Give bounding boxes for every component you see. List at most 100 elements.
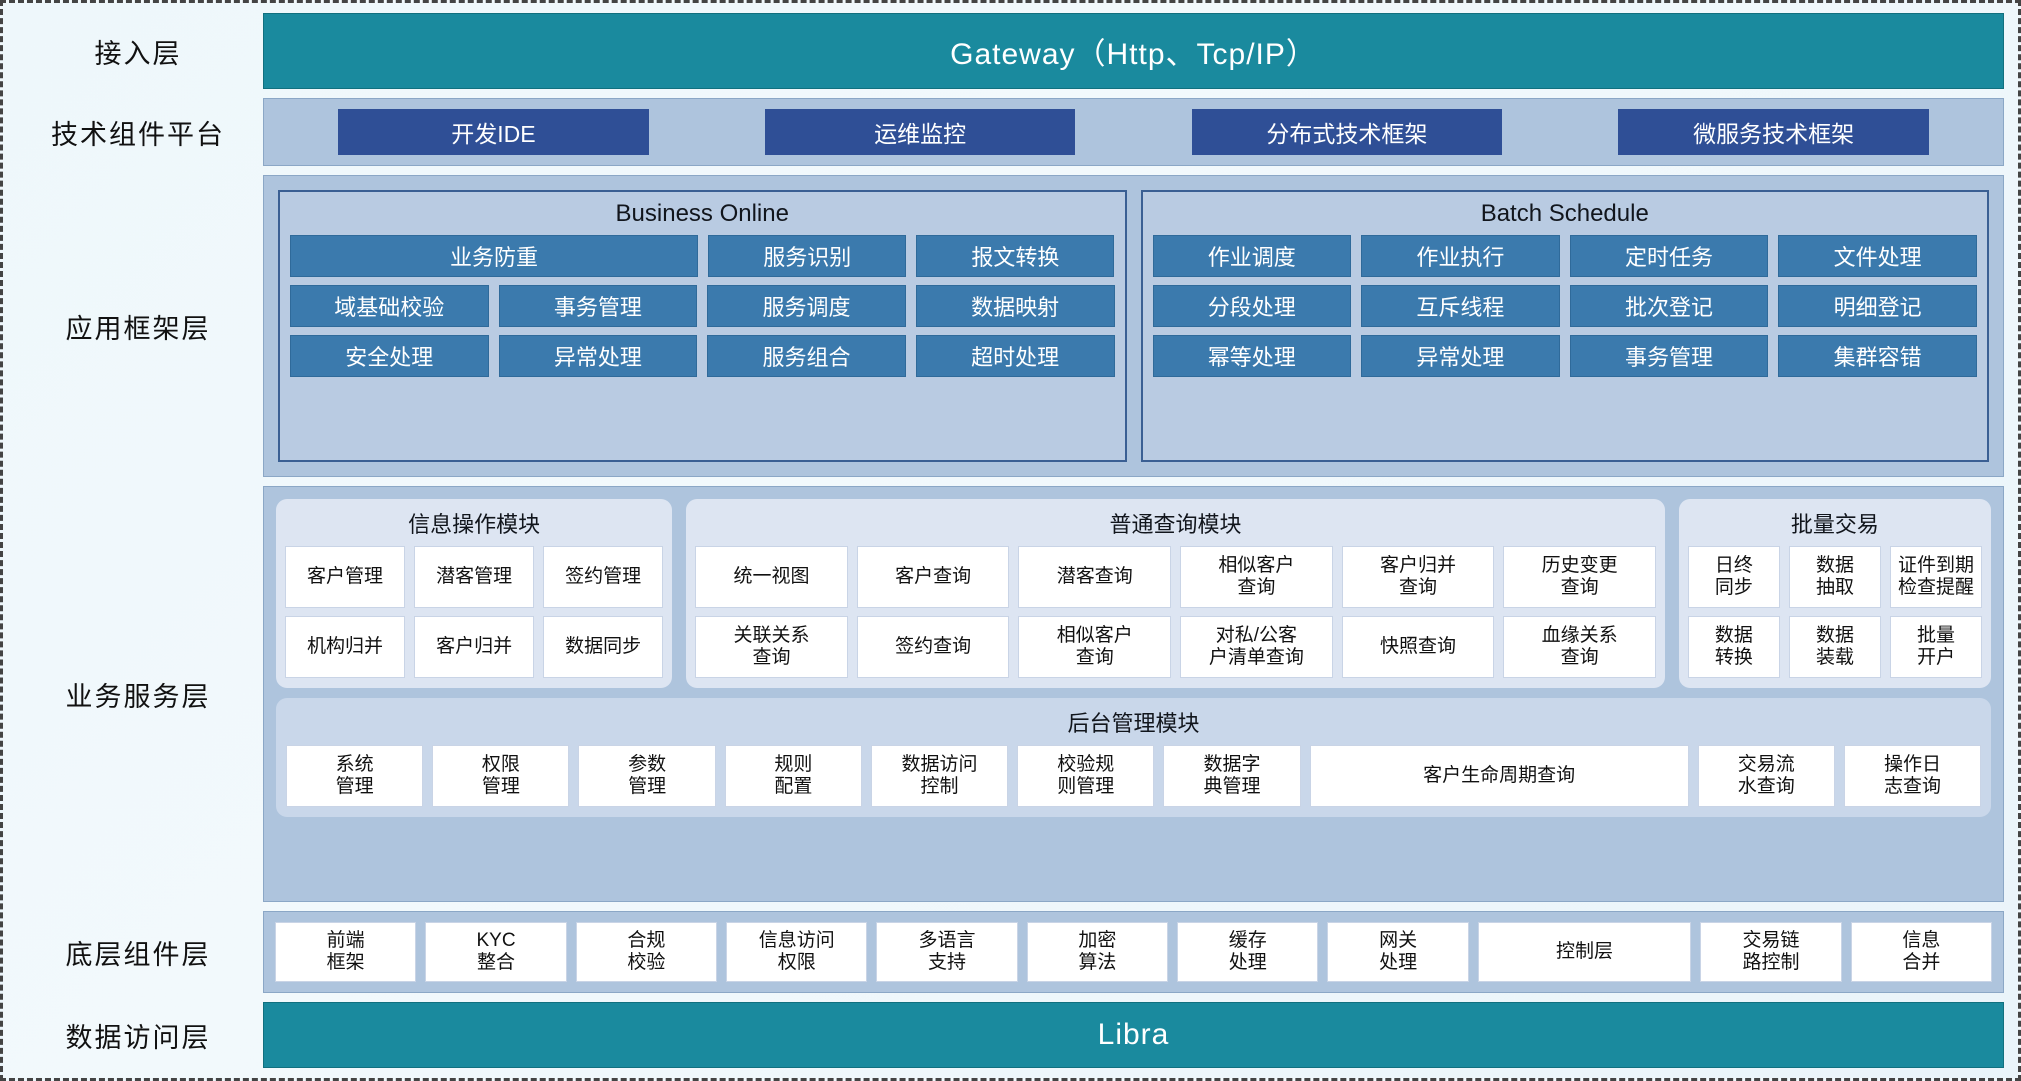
admin-cell[interactable]: 校验规 则管理 [1017,745,1155,807]
framework-chip[interactable]: 定时任务 [1569,235,1769,277]
business-module: 信息操作模块客户管理潜客管理签约管理机构归并客户归并数据同步 [276,499,673,688]
component-cell[interactable]: 控制层 [1477,922,1692,982]
framework-chip[interactable]: 批次登记 [1569,285,1769,327]
service-cell[interactable]: 签约管理 [543,546,664,608]
layer-row-access: 接入层 Gateway（Http、Tcp/IP） [13,13,2004,89]
component-cell[interactable]: 信息 合并 [1850,922,1993,982]
framework-chip[interactable]: 数据映射 [915,285,1115,327]
framework-chip[interactable]: 幂等处理 [1152,335,1352,377]
framework-chip[interactable]: 作业执行 [1361,235,1560,277]
service-cell[interactable]: 客户查询 [856,546,1010,608]
service-cell[interactable]: 关联关系 查询 [695,616,848,678]
service-cell[interactable]: 客户归并 [414,616,535,678]
framework-chip[interactable]: 分段处理 [1152,285,1352,327]
component-cell[interactable]: 信息访问 权限 [726,922,868,982]
framework-chip[interactable]: 明细登记 [1778,285,1977,327]
service-cell[interactable]: 历史变更 查询 [1503,546,1656,608]
admin-cell[interactable]: 操作日 志查询 [1843,745,1982,807]
admin-cell[interactable]: 规则 配置 [724,745,862,807]
service-cell[interactable]: 数据 转换 [1687,616,1780,678]
framework-chip[interactable]: 服务识别 [708,235,907,277]
service-cell[interactable]: 快照查询 [1341,616,1495,678]
service-cell[interactable]: 对私/公客 户清单查询 [1180,616,1333,678]
service-cell[interactable]: 相似客户 查询 [1180,546,1333,608]
component-cell[interactable]: 合规 校验 [575,922,718,982]
service-cell[interactable]: 机构归并 [285,616,406,678]
service-cell[interactable]: 证件到期 检查提醒 [1889,546,1983,608]
business-module-row: 日终 同步数据 抽取证件到期 检查提醒 [1687,546,1983,608]
business-module: 批量交易日终 同步数据 抽取证件到期 检查提醒数据 转换数据 装载批量 开户 [1678,499,1991,688]
layer-label-component: 底层组件层 [65,939,211,970]
service-cell[interactable]: 潜客管理 [414,546,535,608]
tech-chip[interactable]: 开发IDE [338,109,649,155]
admin-cell[interactable]: 数据字 典管理 [1163,745,1301,807]
framework-chip[interactable]: 互斥线程 [1361,285,1560,327]
service-cell[interactable]: 日终 同步 [1687,546,1780,608]
layer-label-data-access: 数据访问层 [65,1022,211,1053]
business-module-row: 统一视图客户查询潜客查询相似客户 查询客户归并 查询历史变更 查询 [695,546,1656,608]
admin-cell[interactable]: 客户生命周期查询 [1309,745,1689,807]
service-cell[interactable]: 数据 抽取 [1788,546,1881,608]
framework-chip[interactable]: 超时处理 [915,335,1115,377]
service-cell[interactable]: 批量 开户 [1889,616,1983,678]
framework-chip[interactable]: 域基础校验 [290,285,489,327]
admin-cell[interactable]: 数据访问 控制 [870,745,1009,807]
component-cell[interactable]: 交易链 路控制 [1700,922,1842,982]
admin-module: 后台管理模块 系统 管理权限 管理参数 管理规则 配置数据访问 控制校验规 则管… [276,698,1991,817]
business-module-row: 数据 转换数据 装载批量 开户 [1687,616,1983,678]
business-module-row: 关联关系 查询签约查询相似客户 查询对私/公客 户清单查询快照查询血缘关系 查询 [695,616,1656,678]
framework-chip[interactable]: 服务调度 [707,285,906,327]
layer-label-business-service: 业务服务层 [65,681,211,712]
framework-chip[interactable]: 报文转换 [916,235,1115,277]
service-cell[interactable]: 签约查询 [856,616,1010,678]
app-framework-row: 安全处理异常处理服务组合超时处理 [290,335,1115,377]
framework-chip[interactable]: 安全处理 [290,335,489,377]
service-cell[interactable]: 相似客户 查询 [1018,616,1172,678]
component-cell[interactable]: 缓存 处理 [1177,922,1319,982]
service-cell[interactable]: 潜客查询 [1018,546,1172,608]
service-cell[interactable]: 数据同步 [543,616,664,678]
admin-module-cells: 系统 管理权限 管理参数 管理规则 配置数据访问 控制校验规 则管理数据字 典管… [286,745,1982,807]
admin-cell[interactable]: 参数 管理 [578,745,716,807]
framework-chip[interactable]: 事务管理 [1569,335,1769,377]
component-cell[interactable]: 加密 算法 [1026,922,1169,982]
app-framework-row: 幂等处理异常处理事务管理集群容错 [1152,335,1977,377]
admin-cell[interactable]: 权限 管理 [432,745,570,807]
business-module-title: 普通查询模块 [1109,512,1242,537]
framework-chip[interactable]: 异常处理 [1361,335,1560,377]
tech-chip[interactable]: 分布式技术框架 [1191,109,1503,155]
framework-chip[interactable]: 服务组合 [707,335,906,377]
component-cell[interactable]: 网关 处理 [1327,922,1469,982]
business-module: 普通查询模块统一视图客户查询潜客查询相似客户 查询客户归并 查询历史变更 查询关… [686,499,1665,688]
business-module-row: 客户管理潜客管理签约管理 [285,546,664,608]
layer-label-access: 接入层 [94,38,182,69]
service-cell[interactable]: 数据 装载 [1788,616,1881,678]
framework-chip[interactable]: 异常处理 [498,335,698,377]
component-cell[interactable]: KYC 整合 [425,922,567,982]
framework-chip[interactable]: 业务防重 [290,235,699,277]
business-service-band: 信息操作模块客户管理潜客管理签约管理机构归并客户归并数据同步普通查询模块统一视图… [263,486,2004,902]
component-cell[interactable]: 多语言 支持 [876,922,1018,982]
layer-label-app-framework: 应用框架层 [65,313,211,344]
libra-bar: Libra [263,1002,2004,1068]
framework-chip[interactable]: 集群容错 [1778,335,1977,377]
service-cell[interactable]: 客户管理 [285,546,406,608]
app-framework-group-title: Batch Schedule [1480,200,1649,227]
framework-chip[interactable]: 事务管理 [498,285,698,327]
service-cell[interactable]: 客户归并 查询 [1341,546,1495,608]
framework-chip[interactable]: 文件处理 [1778,235,1977,277]
service-cell[interactable]: 血缘关系 查询 [1503,616,1656,678]
service-cell[interactable]: 统一视图 [695,546,848,608]
admin-cell[interactable]: 交易流 水查询 [1697,745,1835,807]
admin-cell[interactable]: 系统 管理 [286,745,424,807]
tech-chip[interactable]: 运维监控 [764,109,1076,155]
framework-chip[interactable]: 作业调度 [1152,235,1352,277]
tech-chip[interactable]: 微服务技术框架 [1618,109,1929,155]
component-cell[interactable]: 前端 框架 [275,922,417,982]
